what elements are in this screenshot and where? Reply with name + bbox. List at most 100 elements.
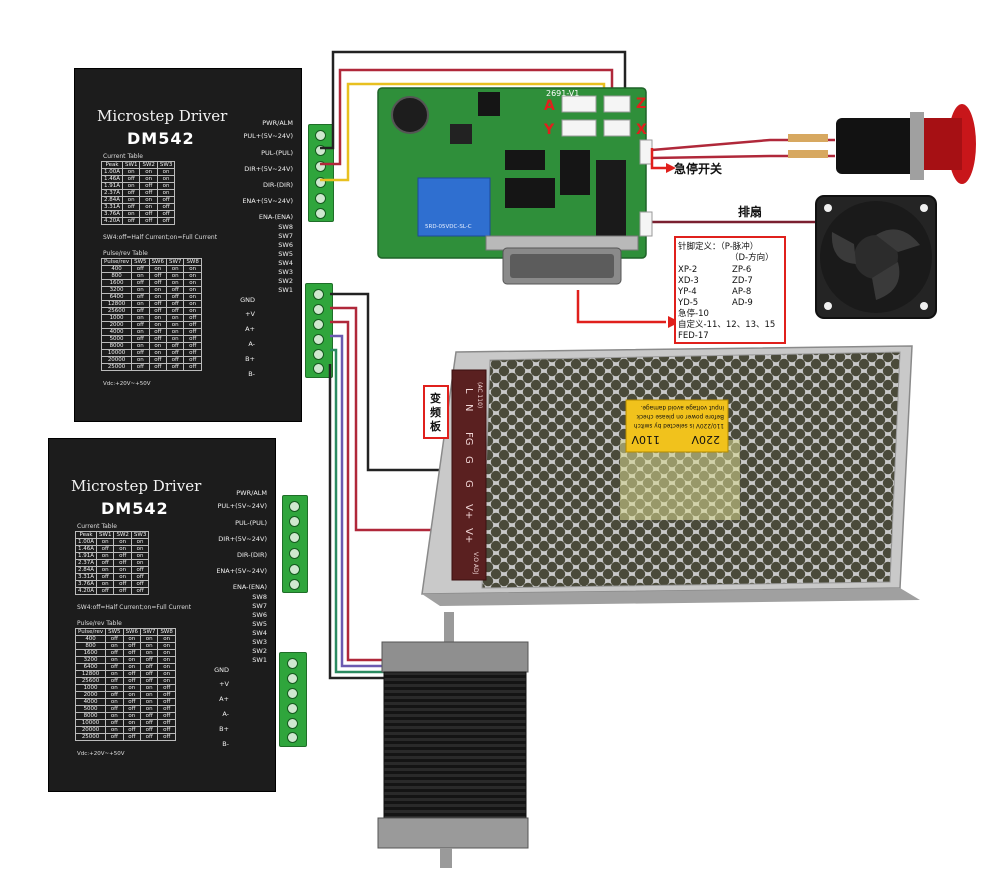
estop-annotation-arrow <box>650 148 668 170</box>
table-cell: off <box>113 587 132 595</box>
terminal-screw <box>315 145 326 156</box>
terminal-screw <box>289 564 300 575</box>
driver-1-sw5: SW5 <box>278 250 293 258</box>
pin-def-frame <box>674 236 786 344</box>
table-cell: off <box>139 217 158 225</box>
psu-terminal-label-vplus2: V+ <box>463 528 474 543</box>
psu-warning-bg <box>625 399 729 453</box>
terminal-screw <box>315 208 326 219</box>
fan-icon <box>815 195 937 319</box>
driver-1-pin-b-minus: B- <box>248 370 255 378</box>
wire-psu-gnd <box>330 292 460 472</box>
driver-2-sw7: SW7 <box>252 602 267 610</box>
connector-a <box>561 95 597 113</box>
terminal-screw <box>313 319 324 330</box>
table-cell: off <box>122 217 141 225</box>
estop-body <box>836 118 918 174</box>
driver-2-pin-ena-plus: ENA+(5V~24V) <box>216 567 267 575</box>
driver-2-pin-b-minus: B- <box>222 740 229 748</box>
driver-2-sw8: SW8 <box>252 593 267 601</box>
estop-terminal-lug <box>788 134 828 142</box>
table-cell: off <box>156 217 176 225</box>
table-cell: off <box>130 587 150 595</box>
ic-chip-3 <box>560 150 590 195</box>
arrow-head-icon <box>666 163 676 173</box>
axis-letter-a: A <box>544 98 555 114</box>
psu-terminal-label-g1: G <box>463 456 474 464</box>
driver-2-power-terminal[interactable] <box>279 652 307 747</box>
psu-adj-label: V.O ADJ <box>472 552 479 575</box>
terminal-screw <box>287 673 298 684</box>
wire-red-top <box>320 68 614 166</box>
terminal-blocks-right <box>596 160 626 236</box>
table-cell: off <box>131 363 150 371</box>
pin-def-left-1: XD-3 <box>678 276 699 286</box>
driver-1-model: DM542 <box>127 129 195 148</box>
axis-letter-x: X <box>636 122 647 138</box>
ic-chip-1 <box>505 178 555 208</box>
driver-2-pin-v: +V <box>219 680 229 688</box>
driver-2-pin-b-plus: B+ <box>219 725 229 733</box>
driver-1-current-caption: Current Table <box>103 153 143 160</box>
driver-1-sw2: SW2 <box>278 277 293 285</box>
pin-def-extra-2: FED-17 <box>678 331 709 341</box>
relay-text: 5RD-05VDC-SL-C <box>425 224 472 230</box>
driver-2-current-caption: Current Table <box>77 523 117 530</box>
wire-motor-b-plus <box>330 348 384 674</box>
connector-z <box>603 95 631 113</box>
terminal-screw <box>289 516 300 527</box>
inverter-label: 变 频 板 <box>423 385 449 439</box>
driver-2-pin-ena-minus: ENA-(ENA) <box>232 583 267 591</box>
terminal-screw <box>313 304 324 315</box>
table-cell: off <box>122 733 142 741</box>
driver-1-pulse-caption: Pulse/rev Table <box>103 250 148 257</box>
psu-switch-110: 110V <box>631 433 660 446</box>
driver-2-sw3: SW3 <box>252 638 267 646</box>
driver-1-sw4: SW4 <box>278 259 293 267</box>
driver-2-pin-dir-plus: DIR+(5V~24V) <box>218 535 267 543</box>
driver-1-pin-v: +V <box>245 310 255 318</box>
driver-2-sw5: SW5 <box>252 620 267 628</box>
terminal-screw <box>287 658 298 669</box>
driver-1-pin-a-plus: A+ <box>245 325 255 333</box>
driver-2-sw1: SW1 <box>252 656 267 664</box>
estop-cap-side <box>924 118 962 170</box>
fan-mount-hole <box>920 204 928 212</box>
motor-body <box>383 671 527 825</box>
motor-rear-plate <box>377 817 529 849</box>
terminal-screw <box>289 501 300 512</box>
voltage-regulator <box>478 92 500 116</box>
fan-mount-hole <box>824 302 832 310</box>
pin-def-left-3: YD-5 <box>677 298 698 308</box>
terminal-screw <box>289 548 300 559</box>
psu-terminal-label-l: L <box>463 388 474 394</box>
table-header-row: Pulse/rev SW5 SW6 SW7 SW8 <box>74 628 176 636</box>
motor-shaft-bottom <box>440 848 452 868</box>
driver-1-power-terminal[interactable] <box>305 283 333 378</box>
driver-1-sw6: SW6 <box>278 241 293 249</box>
psu-warning-label: 220V 110V 110/220V is selected by switch… <box>625 399 729 453</box>
fan-blade <box>872 262 900 300</box>
driver-2-pin-pul-minus: PUL-(PUL) <box>235 519 267 527</box>
driver-1-signal-terminal[interactable] <box>308 124 334 222</box>
table-cell: off <box>139 733 159 741</box>
driver-1-pin-pul-minus: PUL-(PUL) <box>261 149 293 157</box>
driver-2-pin-a-minus: A- <box>222 710 229 718</box>
wire-black-top <box>320 50 627 150</box>
fan-hub <box>854 235 898 279</box>
driver-2-signal-terminal[interactable] <box>282 495 308 593</box>
inverter-char-2: 板 <box>430 419 442 433</box>
driver-2-sw2: SW2 <box>252 647 267 655</box>
driver-2-vdc: Vdc:+20V~+50V <box>77 751 125 757</box>
connector-y <box>561 119 597 137</box>
fan-label: 排扇 <box>738 204 762 219</box>
pin-def-left-2: YP-4 <box>677 287 697 297</box>
psu-terminal-label-vplus1: V+ <box>463 504 474 519</box>
terminal-screw <box>315 177 326 188</box>
